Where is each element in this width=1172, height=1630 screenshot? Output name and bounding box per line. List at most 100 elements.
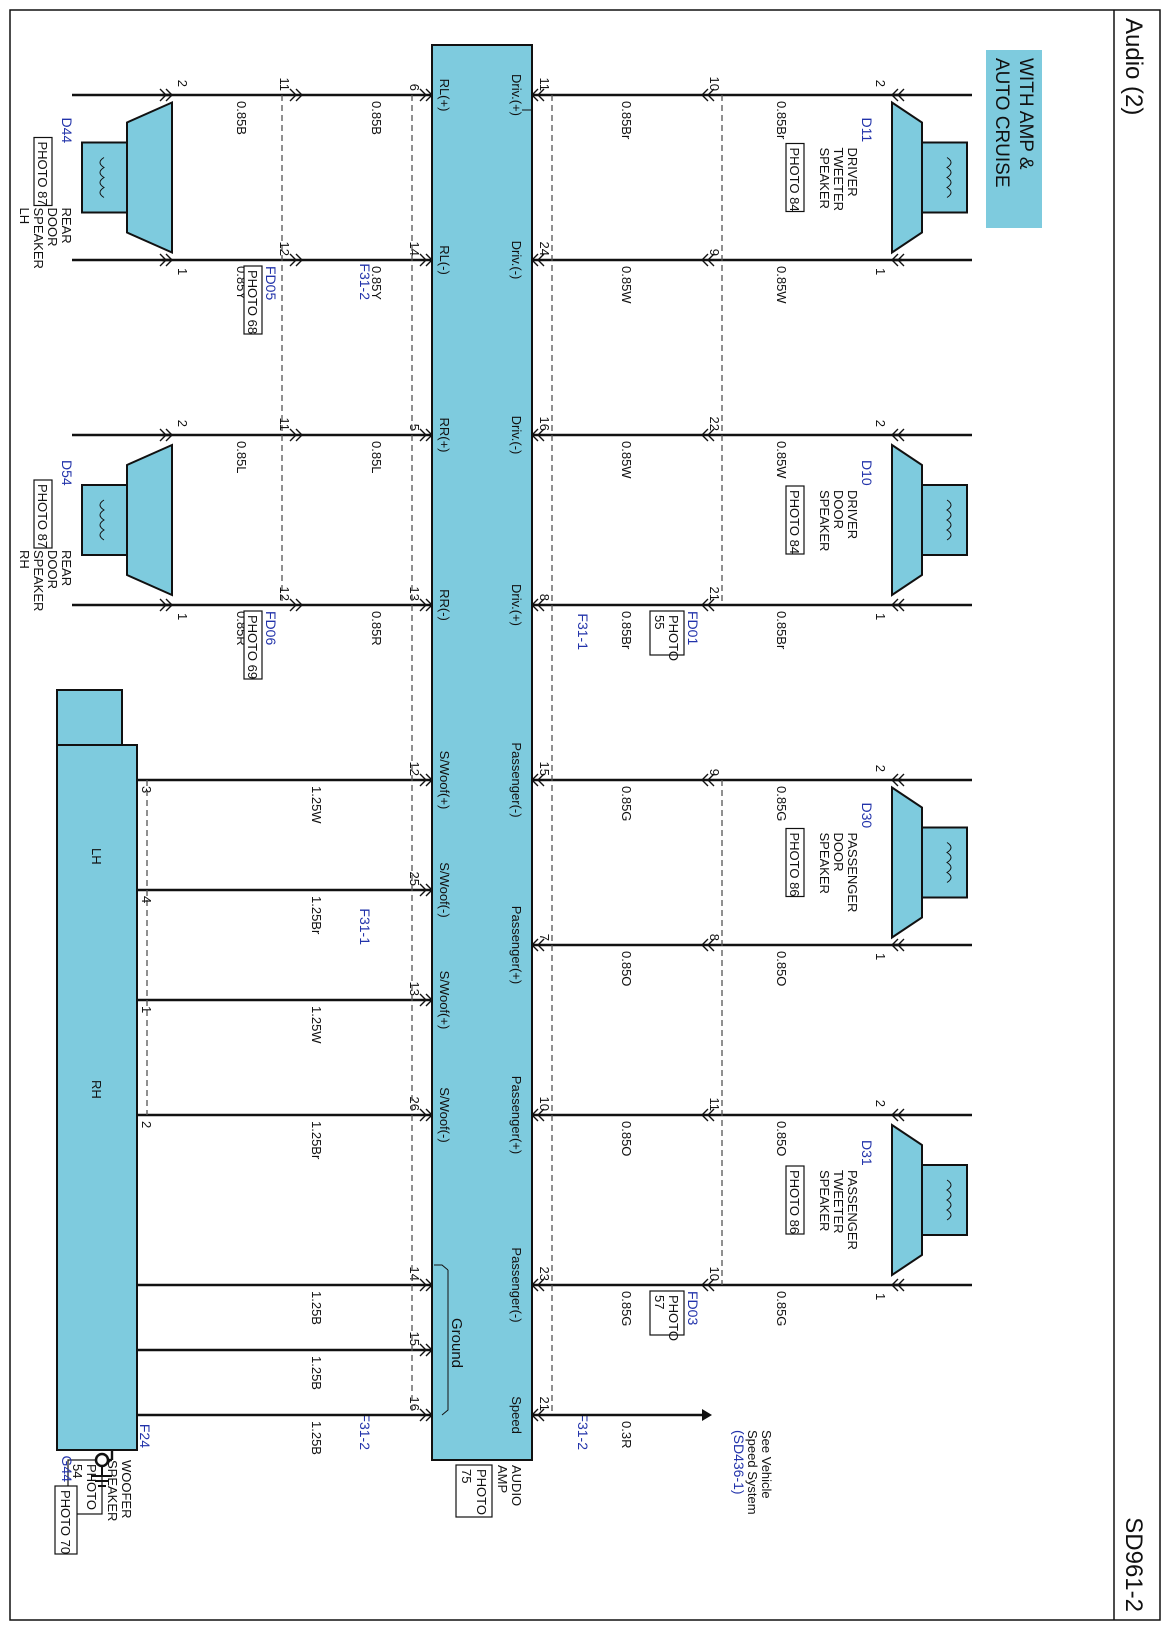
ground-photo: PHOTO 70 bbox=[58, 1490, 73, 1554]
speaker-photo: PHOTO 86 bbox=[787, 1170, 802, 1234]
amp-pin-number: 10 bbox=[537, 1097, 552, 1111]
amp-pin-label: Passenger(+) bbox=[509, 1076, 524, 1154]
inline-pin-terminal bbox=[289, 88, 303, 102]
speaker-pin: 1 bbox=[873, 613, 888, 620]
ground-photo-box bbox=[54, 1485, 78, 1555]
speaker-coil bbox=[99, 499, 105, 541]
speaker-photo-box bbox=[33, 479, 53, 549]
wire-gauge-label: 0.85W bbox=[619, 441, 634, 479]
speaker-terminal bbox=[891, 773, 905, 787]
audio-amp-body bbox=[431, 44, 533, 1461]
speaker-name: TWEETER bbox=[831, 148, 846, 212]
speaker-pin: 1 bbox=[175, 268, 190, 275]
speaker-magnet bbox=[921, 826, 968, 899]
wire-gauge-label: 0.85R bbox=[369, 611, 384, 646]
woofer-lh-label: LH bbox=[89, 848, 104, 865]
wire-gauge-label: 0.85B bbox=[234, 101, 249, 135]
speaker-photo-box bbox=[33, 136, 53, 207]
amp-pin-number: 11 bbox=[537, 78, 552, 92]
amp-photo-box bbox=[455, 1464, 493, 1518]
amp-pin-number: 6 bbox=[407, 84, 422, 91]
speaker-name: SPEAKER bbox=[31, 550, 46, 611]
amp-pin-label: S/Woof(-) bbox=[437, 1087, 452, 1142]
inline-pin-number: 10 bbox=[707, 77, 722, 91]
speaker-magnet bbox=[921, 484, 968, 556]
wire-layer bbox=[72, 88, 972, 1462]
speed-ref-line-1: See Vehicle bbox=[759, 1430, 774, 1499]
amp-pin-label: S/Woof(+) bbox=[437, 751, 452, 810]
speaker-name: DOOR bbox=[831, 833, 846, 872]
speaker-cone bbox=[891, 100, 923, 255]
amp-pin-number: 15 bbox=[407, 1332, 422, 1346]
badge-line-1: WITH AMP & bbox=[1015, 58, 1036, 170]
inline-pin-terminal bbox=[289, 253, 303, 267]
speed-ref-line-3: (SD436-1) bbox=[731, 1430, 747, 1495]
amp-pin-label: RR(-) bbox=[437, 589, 452, 621]
wire-gauge-label: 0.85W bbox=[774, 266, 789, 304]
amp-photo-number: 75 bbox=[459, 1469, 474, 1483]
speaker-name: DRIVER bbox=[845, 148, 860, 197]
speaker-name: SPEAKER bbox=[817, 1170, 832, 1231]
inline-pin-terminal bbox=[289, 428, 303, 442]
inline-photo: PHOTO 69 bbox=[245, 615, 260, 679]
speaker-pin: 2 bbox=[873, 1100, 888, 1107]
inline-pin-number: 10 bbox=[707, 1267, 722, 1281]
speaker-name: PASSENGER bbox=[845, 833, 860, 913]
inline-pin-number: 8 bbox=[707, 934, 722, 941]
inline-pin-number: 21 bbox=[707, 587, 722, 601]
inline-pin-terminal bbox=[701, 598, 715, 612]
amp-pin-number: 16 bbox=[537, 417, 552, 431]
speaker-name: RH bbox=[17, 550, 32, 569]
wire-gauge-label: 0.85B bbox=[369, 101, 384, 135]
wire-gauge-label: 0.85W bbox=[774, 441, 789, 479]
ground-connector: G44 bbox=[59, 1456, 75, 1483]
inline-photo-box bbox=[649, 1290, 685, 1336]
amp-pin-label: Passenger(-) bbox=[509, 1247, 524, 1322]
speaker-coil bbox=[946, 157, 952, 198]
inline-pin-number: 11 bbox=[277, 78, 292, 92]
wire-gauge-label: 0.85O bbox=[619, 1121, 634, 1156]
wire-gauge-label: 1.25B bbox=[309, 1291, 324, 1325]
speaker-name: TWEETER bbox=[831, 1170, 846, 1234]
speaker-name: DRIVER bbox=[845, 490, 860, 539]
inline-pin-number: 12 bbox=[277, 587, 292, 601]
woofer-pin: 4 bbox=[139, 896, 154, 903]
inline-photo-box bbox=[649, 610, 685, 656]
inline-photo: PHOTO 68 bbox=[245, 270, 260, 334]
wire-gauge-label: 1.25Br bbox=[309, 1121, 324, 1160]
speaker-terminal bbox=[891, 938, 905, 952]
speaker-connector: D44 bbox=[59, 118, 75, 144]
wire-gauge-label: 0.85Br bbox=[619, 101, 634, 140]
speaker-name: SPEAKER bbox=[31, 208, 46, 269]
woofer-magnet bbox=[56, 689, 123, 746]
inline-connector-label: FD05 bbox=[263, 266, 279, 300]
inline-pin-terminal bbox=[701, 1108, 715, 1122]
speaker-name: DOOR bbox=[45, 550, 60, 589]
speaker-photo: PHOTO 84 bbox=[787, 148, 802, 212]
speaker-coil bbox=[99, 157, 105, 198]
speaker-photo-box bbox=[785, 142, 805, 213]
speaker-cone bbox=[891, 443, 923, 597]
woofer-photo-number: 54 bbox=[70, 1464, 85, 1478]
wire-gauge-label: 0.85L bbox=[234, 441, 249, 474]
wire-gauge-label: 0.85L bbox=[369, 441, 384, 474]
inline-connector-label: FD06 bbox=[263, 611, 279, 645]
amp-connector-f31-2-top: F31-2 bbox=[357, 263, 373, 300]
woofer-pin: 1 bbox=[139, 1006, 154, 1013]
speaker-name: SPEAKER bbox=[817, 833, 832, 894]
speaker-name: LH bbox=[17, 208, 32, 225]
inline-pin-terminal bbox=[701, 428, 715, 442]
speaker-terminal bbox=[159, 428, 173, 442]
speaker-pin: 1 bbox=[175, 613, 190, 620]
inline-pin-number: 9 bbox=[707, 769, 722, 776]
speaker-terminal bbox=[159, 598, 173, 612]
wire-gauge-label: 1.25Br bbox=[309, 896, 324, 935]
wire-gauge-label: 0.85O bbox=[774, 951, 789, 986]
speaker-terminal bbox=[891, 428, 905, 442]
amp-pin-number: 21 bbox=[537, 1397, 552, 1411]
amp-pin-label: S/Woof(+) bbox=[437, 971, 452, 1030]
amp-pin-label: Driv.(+) bbox=[509, 584, 524, 626]
